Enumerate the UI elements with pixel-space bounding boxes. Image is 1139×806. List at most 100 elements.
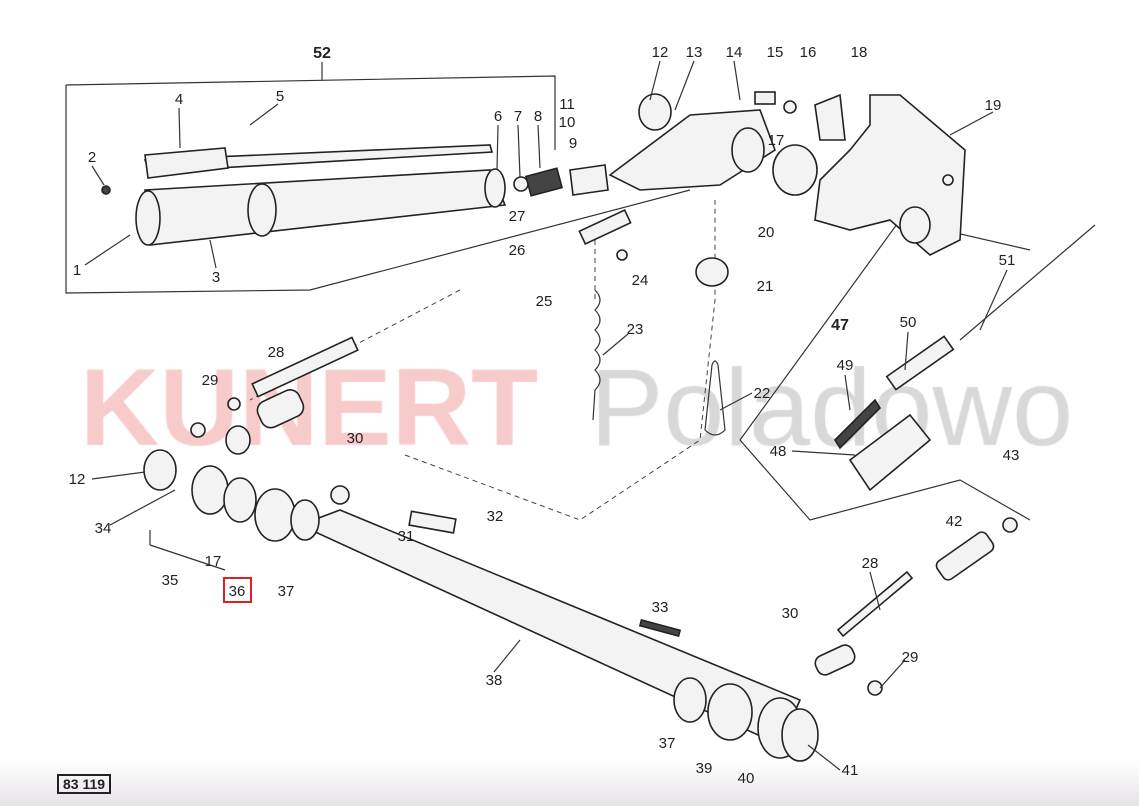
part-16-washer (783, 100, 797, 114)
part-50-tube (885, 335, 955, 391)
part-label[interactable]: 31 (398, 528, 415, 545)
part-label[interactable]: 40 (738, 770, 755, 787)
part-label[interactable]: 17 (768, 132, 785, 149)
part-label[interactable]: 4 (175, 91, 183, 108)
part-label[interactable]: 3 (212, 269, 220, 286)
part-42-sleeve (935, 531, 995, 581)
part-8-spring (524, 167, 564, 197)
part-label[interactable]: 32 (487, 508, 504, 525)
lever-bore (731, 127, 765, 173)
part-label[interactable]: 9 (569, 135, 577, 152)
clevis-eye (225, 425, 251, 455)
part-label[interactable]: 30 (347, 430, 364, 447)
part-label[interactable]: 6 (494, 108, 502, 125)
part-32-pin (408, 510, 457, 534)
group-52-frame (65, 85, 691, 294)
part-label[interactable]: 10 (559, 114, 576, 131)
label-group-47: 47 (831, 317, 849, 334)
label-36-highlighted[interactable]: 36 (229, 583, 246, 600)
part-label[interactable]: 29 (202, 372, 219, 389)
part-33-key (638, 618, 682, 638)
part-label[interactable]: 11 (559, 96, 575, 113)
part-4-bracket (144, 147, 229, 179)
part-label[interactable]: 1 (73, 262, 81, 279)
shaft-eye (330, 485, 350, 505)
part-18-bracket (814, 93, 846, 141)
part-label[interactable]: 34 (95, 520, 112, 537)
group-52-frame-top (65, 75, 556, 150)
part-label[interactable]: 49 (837, 357, 854, 374)
leader-lines (84, 60, 1008, 771)
part-28-clevis-lower (814, 644, 856, 676)
part-label[interactable]: 50 (900, 314, 917, 331)
part-label[interactable]: 18 (851, 44, 868, 61)
part-label[interactable]: 13 (686, 44, 703, 61)
part-3-tube (144, 169, 507, 246)
part-label[interactable]: 28 (862, 555, 879, 572)
plate-hole (942, 174, 954, 186)
part-34-arm (191, 465, 229, 515)
part-25-pin (578, 209, 632, 245)
part-41-circlip (781, 708, 819, 762)
part-label[interactable]: 7 (514, 108, 522, 125)
part-label[interactable]: 25 (536, 293, 553, 310)
group-47-frame-bottom (739, 439, 1031, 521)
catalog-code: 83 119 (57, 774, 112, 794)
part-label[interactable]: 26 (509, 242, 526, 259)
part-39-bushing (707, 683, 753, 741)
part-label[interactable]: 35 (162, 572, 179, 589)
part-label[interactable]: 42 (946, 513, 963, 530)
part-label[interactable]: 12 (69, 471, 86, 488)
part-13-ring (638, 93, 672, 131)
part-label[interactable]: 33 (652, 599, 669, 616)
part-label[interactable]: 51 (999, 252, 1016, 269)
part-label[interactable]: 41 (842, 762, 859, 779)
part-label[interactable]: 5 (276, 88, 284, 105)
part-label[interactable]: 19 (985, 97, 1002, 114)
part-label[interactable]: 15 (767, 44, 784, 61)
part-label[interactable]: 16 (800, 44, 817, 61)
group-47-frame (739, 219, 1031, 441)
part-label[interactable]: 8 (534, 108, 542, 125)
part-29-pin-lower (867, 680, 883, 696)
part-36-bearing (254, 488, 296, 542)
part-label[interactable]: 24 (632, 272, 649, 289)
part-label[interactable]: 39 (696, 760, 713, 777)
part-label[interactable]: 22 (754, 385, 771, 402)
part-label[interactable]: 2 (88, 149, 96, 166)
part-label[interactable]: 12 (652, 44, 669, 61)
part-37-ring (290, 499, 320, 541)
part-9-sleeve (569, 164, 609, 196)
part-14-lever (608, 109, 776, 191)
part-label[interactable]: 23 (627, 321, 644, 338)
tube-ring (247, 183, 277, 237)
part-12-circlip (143, 449, 177, 491)
part-label[interactable]: 14 (726, 44, 743, 61)
part-label[interactable]: 28 (268, 344, 285, 361)
part-17-bushing (772, 144, 818, 196)
part-23-spring (592, 289, 601, 421)
part-labels: 4 5 2 1 3 6 7 8 9 11 10 27 26 25 24 12 1… (69, 44, 1020, 787)
part-label[interactable]: 27 (509, 208, 526, 225)
part-label[interactable]: 20 (758, 224, 775, 241)
alignment-line (404, 200, 716, 521)
part-label[interactable]: 17 (205, 553, 222, 570)
part-label[interactable]: 43 (1003, 447, 1020, 464)
part-label[interactable]: 37 (659, 735, 676, 752)
tube-end (135, 190, 161, 246)
part-label[interactable]: 38 (486, 672, 503, 689)
part-48-block (848, 413, 932, 492)
part-22-clip (704, 360, 726, 436)
part-label[interactable]: 21 (757, 278, 774, 295)
part-label[interactable]: 29 (902, 649, 919, 666)
part-51-rod (959, 224, 1096, 341)
part-28-rod-lower (836, 570, 914, 638)
part-label[interactable]: 37 (278, 583, 295, 600)
part-28-clevis (256, 389, 305, 429)
part-label[interactable]: 48 (770, 443, 787, 460)
part-15-bolt (754, 91, 776, 105)
part-43-nut (1002, 517, 1018, 533)
part-label[interactable]: 30 (782, 605, 799, 622)
